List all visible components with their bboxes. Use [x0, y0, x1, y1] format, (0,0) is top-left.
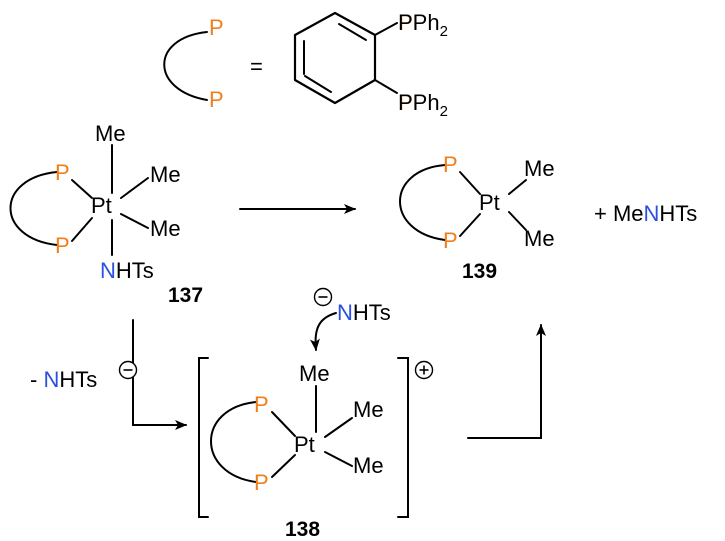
- c137-hts: HTs: [116, 258, 154, 283]
- legend-backbone-arc: [163, 31, 208, 101]
- c139-phosphorus-bottom: P: [443, 228, 458, 253]
- c138-phosphorus-bottom: P: [254, 470, 269, 495]
- c137-compound-label: 137: [168, 284, 203, 307]
- c138-methyl-lower: Me: [353, 453, 384, 478]
- attack-curved-arrow: [309, 312, 337, 351]
- c137-methyl-lower: Me: [150, 216, 181, 241]
- compound-138: P P Pt Me Me Me 138: [198, 357, 434, 541]
- c139-bond-pt-me-upper: [508, 179, 527, 195]
- c139-platinum: Pt: [479, 190, 500, 215]
- c139-bond-pt-me-lower: [508, 211, 527, 231]
- pph2-bottom-subscript: 2: [440, 103, 448, 120]
- attack-nitrogen: N: [337, 300, 353, 325]
- c139-backbone-arc: [399, 164, 446, 241]
- c138-methyl-axial: Me: [299, 361, 330, 386]
- legend-equals-sign: =: [250, 54, 263, 79]
- ring-p-bond-bottom: [374, 79, 398, 94]
- c138-bond-p-pt-bottom: [271, 454, 296, 478]
- c139-bond-p-pt-bottom: [459, 213, 481, 237]
- legend-phosphorus-bottom: P: [209, 87, 224, 112]
- c137-bond-pt-me-lower: [120, 213, 149, 229]
- c139-methyl-lower: Me: [524, 226, 555, 251]
- c138-right-bracket: [397, 357, 409, 518]
- benzene-double-bond-2: [304, 75, 332, 93]
- c137-backbone-arc: [9, 171, 58, 246]
- c137-phosphorus-bottom: P: [55, 233, 70, 258]
- c138-platinum: Pt: [294, 432, 315, 457]
- attack-negative-charge: [313, 287, 333, 307]
- legend-phosphorus-top: P: [209, 15, 224, 40]
- c137-platinum: Pt: [91, 193, 112, 218]
- arrow-137-to-138: [132, 319, 187, 430]
- c138-bond-p-pt-top: [271, 411, 296, 437]
- ligand-legend: P P = PPPh2 PPPh2: [163, 10, 448, 120]
- loss-minus: -: [30, 367, 43, 392]
- c137-bond-pt-me-upper: [120, 177, 149, 199]
- byproduct-menhts: + MeNHTs: [594, 201, 697, 226]
- byproduct-hts: HTs: [659, 201, 697, 226]
- loss-nitrogen: N: [43, 367, 59, 392]
- c139-bond-p-pt-top: [459, 171, 481, 195]
- c138-bond-pt-me-upper: [324, 417, 353, 438]
- byproduct-plus-me: + Me: [594, 201, 644, 226]
- c138-bond-pt-me-lower: [324, 451, 353, 467]
- pph2-top-ph: PPh: [398, 10, 440, 35]
- c137-bond-p-pt-top: [71, 179, 93, 199]
- c138-positive-charge: [414, 360, 434, 380]
- loss-of-nhts: - NHTs: [30, 367, 97, 392]
- compound-139: P P Pt Me Me 139: [399, 152, 555, 283]
- attacking-nhts: NHTs: [337, 300, 391, 325]
- attack-hts: HTs: [353, 300, 391, 325]
- pph2-top-phosphorus: P: [398, 10, 413, 35]
- benzene-hexagon: [293, 11, 377, 105]
- pph2-top: PPPh2: [398, 10, 448, 40]
- pph2-top-subscript: 2: [440, 23, 448, 40]
- pph2-bottom-phosphorus: P: [398, 90, 413, 115]
- c138-compound-label: 138: [285, 518, 320, 541]
- arrow-138-to-139: [467, 324, 546, 439]
- benzene-ring: [293, 11, 377, 105]
- compound-137: P P Pt Me Me Me NHTs 137: [9, 121, 203, 307]
- c137-nhts: NHTs: [100, 258, 154, 283]
- c138-backbone-arc: [210, 401, 257, 483]
- c137-nitrogen: N: [100, 258, 116, 283]
- pph2-bottom-ph: PPh: [398, 90, 440, 115]
- pph2-bottom: PPPh2: [398, 90, 448, 120]
- c138-methyl-upper: Me: [353, 397, 384, 422]
- c137-methyl-upper: Me: [150, 162, 181, 187]
- c139-phosphorus-top: P: [443, 152, 458, 177]
- ring-p-bond-top: [374, 22, 398, 36]
- loss-hts: HTs: [59, 367, 97, 392]
- benzene-double-bond-1: [338, 23, 367, 41]
- byproduct-nitrogen: N: [644, 201, 660, 226]
- c137-phosphorus-top: P: [55, 160, 70, 185]
- c138-phosphorus-top: P: [254, 392, 269, 417]
- c137-bond-p-pt-bottom: [71, 217, 93, 242]
- loss-negative-charge: [118, 360, 138, 380]
- c137-methyl-axial: Me: [95, 121, 126, 146]
- c138-left-bracket: [198, 357, 209, 518]
- c139-compound-label: 139: [462, 260, 497, 283]
- c139-methyl-upper: Me: [524, 156, 555, 181]
